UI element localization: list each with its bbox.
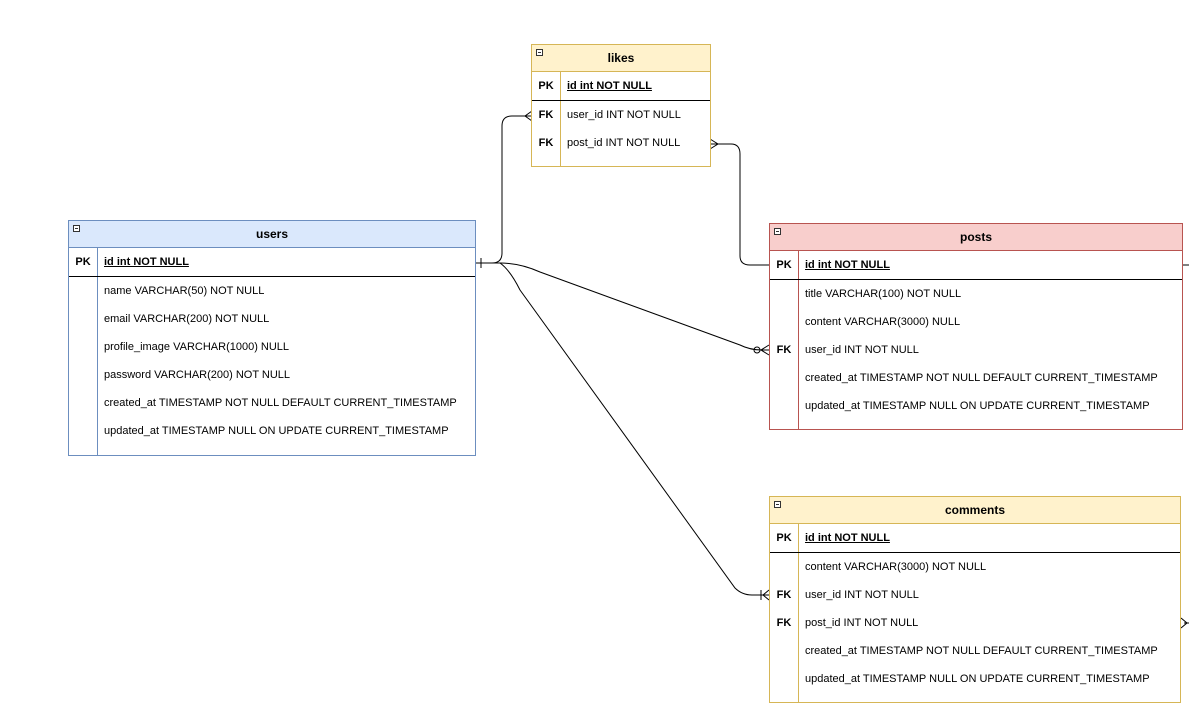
table-row[interactable]: PK id int NOT NULL (770, 524, 1180, 553)
row-key: PK (538, 80, 554, 92)
likes-user-crowsfoot (524, 110, 533, 122)
table-row[interactable]: created_at TIMESTAMP NOT NULL DEFAULT CU… (770, 637, 1180, 665)
table-row[interactable]: content VARCHAR(3000) NULL (770, 308, 1182, 336)
row-key: FK (776, 589, 792, 601)
table-row[interactable]: updated_at TIMESTAMP NULL ON UPDATE CURR… (770, 392, 1182, 420)
row-key: PK (776, 532, 792, 544)
row-column: id int NOT NULL (805, 259, 890, 271)
table-row[interactable]: FK user_id INT NOT NULL (532, 101, 710, 129)
row-key: FK (538, 137, 554, 149)
table-row[interactable]: title VARCHAR(100) NOT NULL (770, 280, 1182, 308)
likes-post-crowsfoot (709, 138, 719, 150)
table-row[interactable]: updated_at TIMESTAMP NULL ON UPDATE CURR… (69, 417, 475, 445)
comments-user-crowsfoot (762, 589, 770, 601)
table-row[interactable]: profile_image VARCHAR(1000) NULL (69, 333, 475, 361)
row-column: created_at TIMESTAMP NOT NULL DEFAULT CU… (805, 645, 1158, 657)
entity-likes[interactable]: likes PK id int NOT NULL FK user_id INT NO… (531, 44, 711, 167)
row-key: FK (776, 617, 792, 629)
row-column: user_id INT NOT NULL (805, 589, 919, 601)
row-key: PK (776, 259, 792, 271)
table-row[interactable]: content VARCHAR(3000) NOT NULL (770, 553, 1180, 581)
collapse-icon[interactable] (774, 228, 781, 235)
row-column: user_id INT NOT NULL (567, 109, 681, 121)
table-row[interactable]: FK post_id INT NOT NULL (532, 129, 710, 157)
entity-posts[interactable]: posts PK id int NOT NULL title VARCHAR(10… (769, 223, 1183, 430)
row-column: password VARCHAR(200) NOT NULL (104, 369, 291, 381)
row-column: id int NOT NULL (104, 256, 189, 268)
row-key: PK (75, 256, 91, 268)
entity-title: comments (944, 503, 1006, 517)
row-column: email VARCHAR(200) NOT NULL (104, 313, 270, 325)
table-row[interactable]: updated_at TIMESTAMP NULL ON UPDATE CURR… (770, 665, 1180, 693)
table-row[interactable]: FK user_id INT NOT NULL (770, 336, 1182, 364)
edge-users-posts (476, 262, 769, 351)
row-column: id int NOT NULL (805, 532, 890, 544)
collapse-icon[interactable] (73, 225, 80, 232)
table-row[interactable]: FK user_id INT NOT NULL (770, 581, 1180, 609)
row-column: title VARCHAR(100) NOT NULL (805, 288, 962, 300)
row-key: FK (776, 344, 792, 356)
table-row[interactable]: name VARCHAR(50) NOT NULL (69, 277, 475, 305)
table-row[interactable]: FK post_id INT NOT NULL (770, 609, 1180, 637)
collapse-icon[interactable] (774, 501, 781, 508)
edge-users-likes (476, 115, 532, 264)
row-key: FK (538, 109, 554, 121)
row-column: id int NOT NULL (567, 80, 652, 92)
posts-user-zero-marker (753, 346, 761, 354)
table-row[interactable]: PK id int NOT NULL (69, 248, 475, 277)
row-column: content VARCHAR(3000) NOT NULL (805, 561, 987, 573)
row-column: post_id INT NOT NULL (567, 137, 681, 149)
row-column: created_at TIMESTAMP NOT NULL DEFAULT CU… (805, 372, 1158, 384)
row-column: created_at TIMESTAMP NOT NULL DEFAULT CU… (104, 397, 457, 409)
table-row[interactable]: created_at TIMESTAMP NOT NULL DEFAULT CU… (770, 364, 1182, 392)
row-column: profile_image VARCHAR(1000) NULL (104, 341, 290, 353)
row-column: name VARCHAR(50) NOT NULL (104, 285, 265, 297)
edge-users-comments (499, 262, 769, 596)
entity-title: posts (959, 230, 992, 244)
row-column: post_id INT NOT NULL (805, 617, 919, 629)
collapse-icon[interactable] (536, 49, 543, 56)
entity-title: users (255, 227, 289, 241)
row-column: updated_at TIMESTAMP NULL ON UPDATE CURR… (104, 425, 449, 437)
entity-title: likes (607, 51, 635, 65)
row-column: updated_at TIMESTAMP NULL ON UPDATE CURR… (805, 400, 1150, 412)
table-row[interactable]: PK id int NOT NULL (770, 251, 1182, 280)
table-row[interactable]: created_at TIMESTAMP NOT NULL DEFAULT CU… (69, 389, 475, 417)
row-column: content VARCHAR(3000) NULL (805, 316, 961, 328)
edge-likes-posts (710, 143, 769, 266)
table-row[interactable]: PK id int NOT NULL (532, 72, 710, 101)
entity-users[interactable]: users PK id int NOT NULL name VARCHAR(50)… (68, 220, 476, 456)
table-row[interactable]: password VARCHAR(200) NOT NULL (69, 361, 475, 389)
row-column: updated_at TIMESTAMP NULL ON UPDATE CURR… (805, 673, 1150, 685)
row-column: user_id INT NOT NULL (805, 344, 919, 356)
posts-user-crowsfoot (760, 344, 770, 356)
table-row[interactable]: email VARCHAR(200) NOT NULL (69, 305, 475, 333)
entity-comments[interactable]: comments PK id int NOT NULL content VARCH… (769, 496, 1181, 703)
